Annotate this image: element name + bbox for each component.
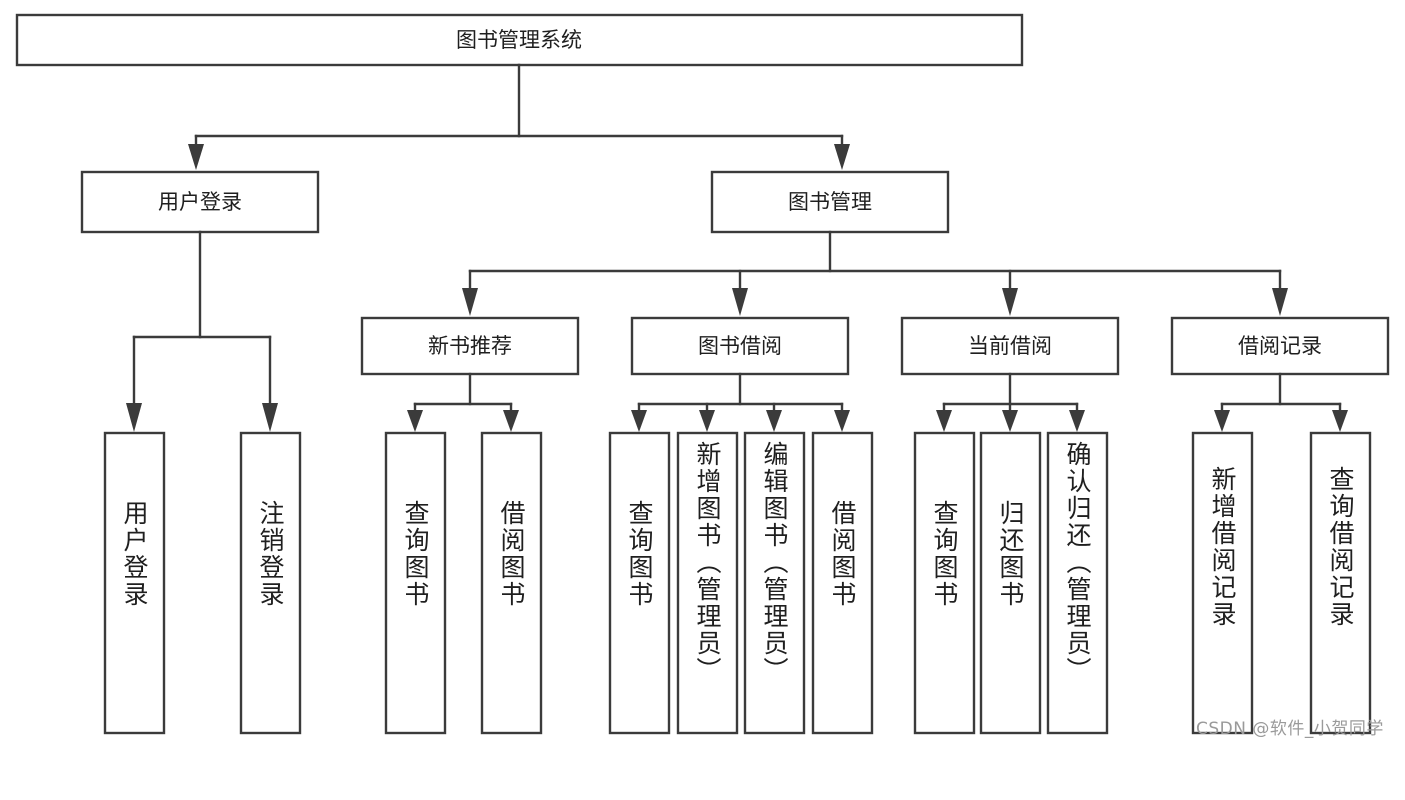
arrow-to-new-book-recommend [462, 288, 478, 316]
arrow-to-book-management [834, 144, 850, 170]
root-box[interactable] [15, 13, 1024, 67]
node-current-borrow[interactable]: 当前借阅 [900, 316, 1120, 376]
connector-new-book-recommend-to-leaves [407, 372, 519, 432]
connector-user-login-to-leaves [126, 230, 278, 432]
book-management-label: 图书管理 [788, 190, 872, 214]
node-root[interactable]: 图书管理系统 [15, 13, 1024, 67]
connector-book-management-to-level3 [462, 230, 1288, 316]
leaf-box-borrow-book-2[interactable] [811, 431, 874, 735]
leaf-box-add-book[interactable] [676, 431, 739, 735]
leaf-box-confirm-return[interactable] [1046, 431, 1109, 735]
leaf-box-logout-login[interactable] [239, 431, 302, 735]
node-book-management[interactable]: 图书管理 [710, 170, 950, 234]
csdn-watermark: CSDN @软件_小贺同学 [1196, 719, 1384, 739]
new-book-recommend-label: 新书推荐 [428, 334, 512, 358]
arrow-to-leaf-borrow-book-1 [503, 410, 519, 432]
book-borrow-label: 图书借阅 [698, 334, 782, 358]
arrow-to-user-login [188, 144, 204, 170]
leaf-box-query-record[interactable] [1309, 431, 1372, 735]
leaf-box-user-login[interactable] [103, 431, 166, 735]
node-borrow-record[interactable]: 借阅记录 [1170, 316, 1390, 376]
new-book-recommend-box[interactable] [360, 316, 580, 376]
tree-diagram-canvas: 图书管理系统 用户登录 图书管理 [15, 13, 1390, 735]
current-borrow-label: 当前借阅 [968, 334, 1052, 358]
leaf-box-return-book[interactable] [979, 431, 1042, 735]
arrow-to-leaf-return-book [1002, 410, 1018, 432]
connector-book-borrow-to-leaves [631, 372, 850, 432]
root-label: 图书管理系统 [456, 28, 582, 52]
arrow-to-leaf-add-book [699, 410, 715, 432]
arrow-to-leaf-add-record [1214, 410, 1230, 432]
leaf-box-add-record[interactable] [1191, 431, 1254, 735]
borrow-record-label: 借阅记录 [1238, 334, 1322, 358]
arrow-to-leaf-query-record [1332, 410, 1348, 432]
current-borrow-box[interactable] [900, 316, 1120, 376]
arrow-to-current-borrow [1002, 288, 1018, 316]
node-new-book-recommend[interactable]: 新书推荐 [360, 316, 580, 376]
leaf-box-query-book-3[interactable] [913, 431, 976, 735]
arrow-to-leaf-confirm-return [1069, 410, 1085, 432]
arrow-to-leaf-query-book-1 [407, 410, 423, 432]
node-user-login[interactable]: 用户登录 [80, 170, 320, 234]
system-function-tree-diagram: 图书管理系统 用户登录 图书管理 [15, 13, 1390, 739]
arrow-to-book-borrow [732, 288, 748, 316]
user-login-label: 用户登录 [158, 190, 242, 214]
arrow-to-leaf-user-login [126, 403, 142, 432]
arrow-to-leaf-query-book-3 [936, 410, 952, 432]
arrow-to-leaf-borrow-book-2 [834, 410, 850, 432]
node-book-borrow[interactable]: 图书借阅 [630, 316, 850, 376]
connector-root-to-level2 [188, 63, 850, 170]
user-login-box[interactable] [80, 170, 320, 234]
connector-borrow-record-to-leaves [1214, 372, 1348, 432]
leaf-box-edit-book[interactable] [743, 431, 806, 735]
arrow-to-leaf-query-book-2 [631, 410, 647, 432]
arrow-to-leaf-edit-book [766, 410, 782, 432]
leaf-box-borrow-book-1[interactable] [480, 431, 543, 735]
leaf-box-query-book-1[interactable] [384, 431, 447, 735]
arrow-to-borrow-record [1272, 288, 1288, 316]
leaf-box-query-book-2[interactable] [608, 431, 671, 735]
connector-current-borrow-to-leaves [936, 372, 1085, 432]
arrow-to-leaf-logout-login [262, 403, 278, 432]
